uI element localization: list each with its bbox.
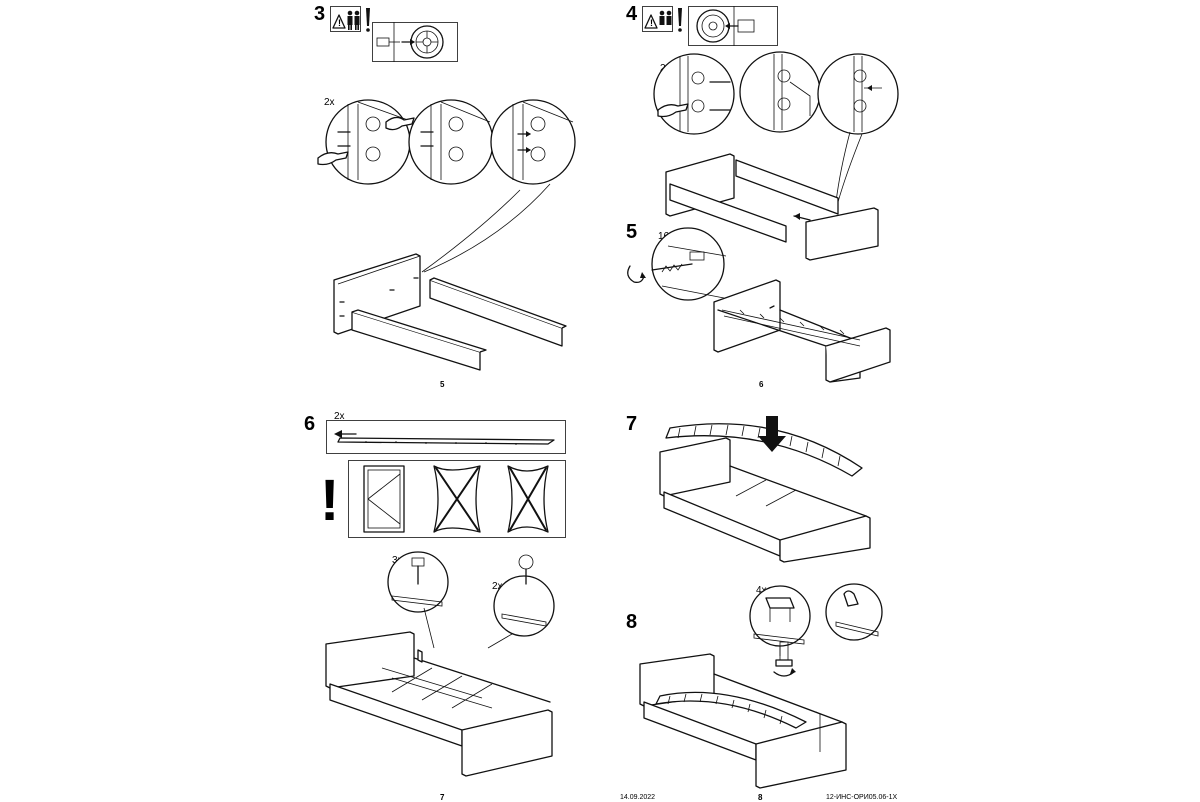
- page-number: 8: [758, 793, 763, 802]
- headboard-and-rails: [333, 253, 567, 371]
- detail-circles-step-4: [653, 51, 899, 135]
- page-number: 6: [759, 380, 764, 389]
- bolt-detail-circles: [387, 551, 555, 649]
- leg-detail-circles: [749, 583, 883, 656]
- manual-page-8: 7 8 4x 14.09.2022: [620, 400, 900, 802]
- two-people-icon: !: [330, 6, 370, 32]
- detail-circles-step-3: [317, 99, 576, 185]
- step-number-5: 5: [626, 221, 638, 243]
- bed-frame-step-6: [325, 631, 553, 777]
- document-code: 12-ИНС-ОРИ05.06-1X: [826, 794, 898, 801]
- cam-lock-detail-box: [688, 6, 778, 46]
- count-label-2x: 2x: [334, 411, 345, 422]
- callout-line: [421, 183, 551, 273]
- step-number-6: 6: [304, 413, 316, 435]
- print-date: 14.09.2022: [620, 794, 656, 801]
- count-label-2x: 2x: [324, 97, 335, 108]
- count-label-4x: 4x: [756, 585, 767, 596]
- rail-orientation-box: [348, 460, 566, 538]
- count-label-2x-second: 2x: [492, 581, 503, 592]
- slat-rail-box: [326, 420, 566, 454]
- leg-bolt: [773, 641, 796, 677]
- svg-text:!: !: [650, 18, 653, 28]
- bed-frame-step-5: [713, 279, 891, 383]
- bed-frame-step-4: [665, 153, 879, 261]
- callout-line: [835, 131, 863, 203]
- step-number-4: 4: [626, 3, 638, 25]
- two-people-icon: !: [642, 6, 682, 32]
- step-number-3: 3: [314, 3, 326, 25]
- step-number-8: 8: [626, 611, 638, 633]
- page-number: 7: [440, 793, 445, 802]
- step-number-7: 7: [626, 413, 638, 435]
- page-number: 5: [440, 380, 445, 389]
- slatted-base-step-7: [659, 416, 871, 563]
- exclamation-mark: !: [320, 468, 340, 533]
- bed-frame-step-8: [639, 653, 847, 789]
- cam-lock-detail-box: [372, 22, 458, 62]
- svg-text:!: !: [338, 18, 341, 28]
- screw-detail-circle: [627, 227, 727, 301]
- manual-page-7: 6 2x ! 3x 2x 7: [300, 400, 600, 802]
